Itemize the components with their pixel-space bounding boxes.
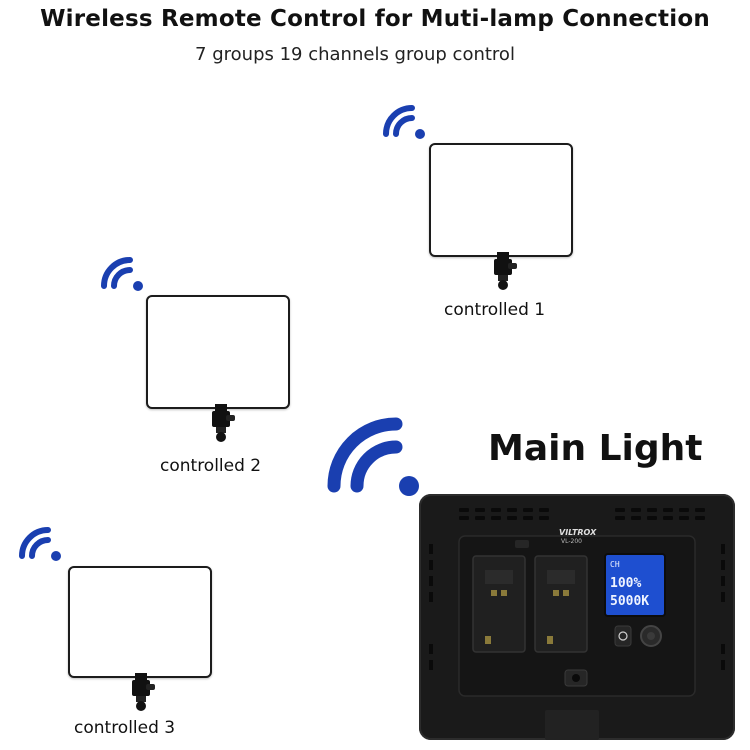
led-panel-1 <box>429 143 573 257</box>
main-light-title: Main Light <box>488 428 703 469</box>
model-label: VL-200 <box>561 538 582 545</box>
page-title: Wireless Remote Control for Muti-lamp Co… <box>40 6 710 32</box>
brand-logo: VILTROX <box>559 528 597 537</box>
device-body-graphic <box>429 508 725 740</box>
mode-button[interactable] <box>565 670 587 686</box>
led-panel-2 <box>146 295 290 409</box>
light-label-1: controlled 1 <box>444 300 546 320</box>
wifi-signal-icon <box>101 257 143 291</box>
dial-knob[interactable] <box>641 626 661 646</box>
wifi-signal-icon <box>327 417 419 496</box>
light-label-2: controlled 2 <box>160 456 262 476</box>
power-button[interactable] <box>615 626 631 646</box>
light-label-3: controlled 3 <box>74 718 176 738</box>
lcd-channel: CH <box>610 560 620 569</box>
wifi-signal-icon <box>383 105 425 139</box>
lcd-display: CH 100% 5000K <box>605 554 665 616</box>
led-panel-3 <box>68 566 212 678</box>
page-subtitle: 7 groups 19 channels group control <box>195 44 515 65</box>
mount-clamp-icon <box>132 673 155 711</box>
wifi-signal-icon <box>19 527 61 561</box>
mount-clamp-icon <box>494 252 517 290</box>
main-light-device: VILTROX VL-200 CH 100% 5000K <box>419 494 735 740</box>
mount-clamp-icon <box>212 404 235 442</box>
lcd-brightness: 100% <box>610 576 642 591</box>
lcd-color-temp: 5000K <box>610 594 650 609</box>
